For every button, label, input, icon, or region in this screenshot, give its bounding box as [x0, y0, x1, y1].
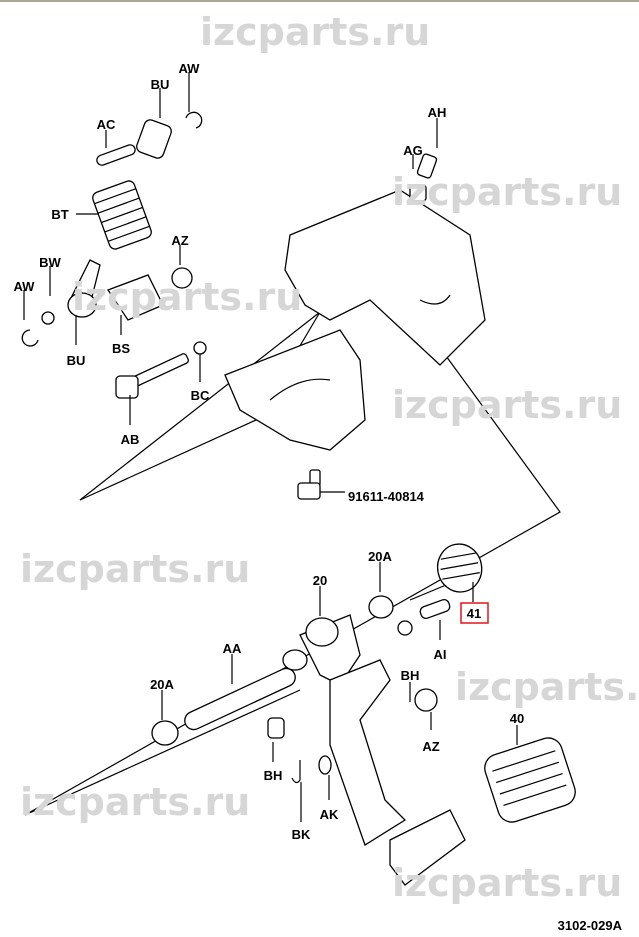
watermark: izcparts.ru — [20, 547, 250, 591]
label-bu: BU — [67, 353, 86, 368]
label-ac: AC — [97, 117, 116, 132]
diagram-code: 3102-029A — [558, 918, 623, 933]
label-aw: AW — [179, 61, 201, 76]
label-bolt-part-number: 91611-40814 — [348, 489, 425, 504]
label-41[interactable]: 41 — [467, 606, 481, 621]
watermark: izcparts.ru — [72, 275, 302, 319]
label-20a: 20A — [368, 549, 392, 564]
label-bs: BS — [112, 341, 130, 356]
label-ah: AH — [428, 105, 447, 120]
label-ag: AG — [403, 143, 423, 158]
top-border — [0, 0, 639, 2]
label-bk: BK — [292, 827, 311, 842]
label-az: AZ — [171, 233, 188, 248]
label-aw: AW — [14, 279, 36, 294]
part-labels: AW BU AC AH AG BT AZ BW AW BU BS BC AB 9… — [14, 61, 623, 933]
label-ai: AI — [434, 647, 447, 662]
label-az: AZ — [422, 739, 439, 754]
label-bh: BH — [264, 768, 283, 783]
label-20: 20 — [313, 573, 327, 588]
watermark: izcparts.ru — [455, 665, 639, 709]
label-bw: BW — [39, 255, 61, 270]
small-parts — [21, 111, 438, 500]
watermark: izcparts.ru — [20, 780, 250, 824]
pedal-bracket — [224, 189, 486, 451]
label-bt: BT — [51, 207, 68, 222]
watermark: izcparts.ru — [392, 383, 622, 427]
watermark: izcparts.ru — [200, 10, 430, 54]
watermark: izcparts.ru — [392, 861, 622, 905]
label-bc: BC — [191, 388, 210, 403]
pedal-parts — [151, 543, 576, 886]
watermark: izcparts.ru — [392, 170, 622, 214]
watermarks: izcparts.ru izcparts.ru izcparts.ru izcp… — [20, 10, 639, 905]
label-ak: AK — [320, 807, 339, 822]
label-20a: 20A — [150, 677, 174, 692]
label-aa: AA — [223, 641, 242, 656]
label-ab: AB — [121, 432, 140, 447]
highlight-box-41 — [460, 602, 489, 624]
label-bh: BH — [401, 668, 420, 683]
leader-lines — [23, 72, 518, 822]
label-40: 40 — [510, 711, 524, 726]
label-bu: BU — [151, 77, 170, 92]
